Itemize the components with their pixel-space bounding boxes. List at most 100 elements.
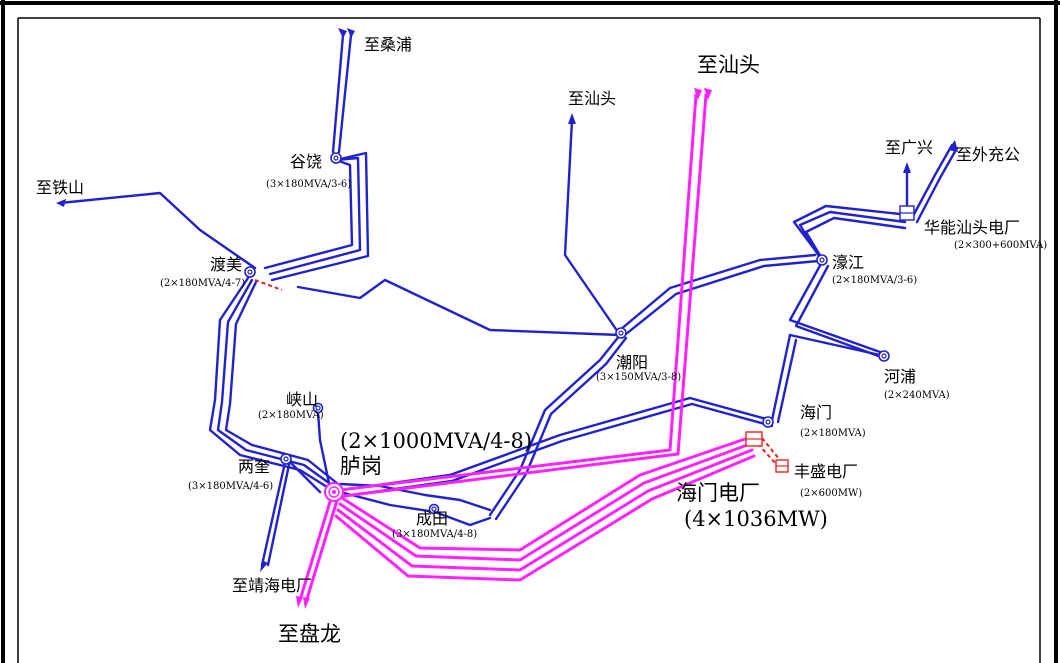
cap-haojiang: (2×180MVA/3-6) [832, 275, 917, 286]
dumei-red-dash [254, 279, 283, 291]
cap-haimen-plant: (4×1036MW) [684, 507, 828, 531]
line-lianggui-lugang [284, 456, 322, 494]
line-haimen-c [336, 448, 754, 572]
line-panlong-b [304, 492, 341, 604]
line-chaoyang-haojiang-a [618, 253, 817, 332]
lines-500kv [296, 88, 756, 609]
arrow-tieshan [56, 199, 66, 207]
line-shantou-a [338, 93, 698, 492]
cap-lugang: (2×1000MVA/4-8) [340, 429, 532, 453]
node-fengsheng [775, 459, 789, 473]
label-waichonggong: 至外充公 [956, 145, 1020, 164]
cap-chaoyang: (3×150MVA/3-8) [596, 372, 681, 383]
line-dumei-lugang-a [208, 276, 337, 494]
line-hepu-haimen-b [770, 333, 792, 422]
line-haojiang-huaneng-b [804, 216, 907, 264]
label-haojiang: 濠江 [832, 253, 864, 272]
label-panlong: 至盘龙 [278, 622, 341, 646]
label-chaoyang: 潮阳 [616, 353, 648, 372]
line-chaoyang-haojiang-b [624, 259, 820, 336]
line-panlong-a [298, 490, 335, 602]
line-haojiang-huaneng-c [792, 204, 902, 256]
line-jinghai-b [266, 458, 292, 567]
line-xiashan-lugang [316, 410, 332, 490]
node-chengtian [428, 503, 440, 515]
cap-huaneng: (2×300+600MVA) [954, 240, 1047, 251]
arrow-shantou-left [568, 113, 576, 124]
line-haojiang-hepu-b [794, 264, 886, 360]
label-lugang: 胪岗 [340, 454, 382, 478]
node-haimen-plant [745, 431, 763, 447]
fengsheng-red-a [761, 437, 781, 461]
line-dumei-chaoyang [296, 278, 622, 337]
lines-220kv [56, 28, 959, 572]
nodes [244, 152, 915, 515]
label-guangxing: 至广兴 [885, 138, 933, 157]
cap-haimen: (2×180MVA) [800, 428, 866, 439]
line-shantou-left [563, 118, 622, 337]
line-guyao-dumei-c [270, 151, 370, 282]
label-huaneng: 华能汕头电厂 [924, 218, 1020, 237]
node-huaneng [899, 205, 915, 221]
node-haimen [762, 416, 774, 428]
line-haimen-d [334, 454, 756, 582]
cap-lianggui: (3×180MVA/4-6) [188, 481, 273, 492]
arrow-guangxing [903, 162, 911, 173]
fengsheng-red-b [757, 443, 777, 465]
arrow-sangpu-a [338, 28, 347, 38]
label-haimen: 海门 [800, 403, 832, 422]
line-hepu-haimen-a [788, 333, 882, 357]
line-shantou-b [342, 93, 708, 498]
arrow-panlong-b [303, 597, 310, 609]
line-jinghai-a [260, 456, 288, 567]
label-shantou-main: 至汕头 [697, 53, 760, 77]
cap-hepu: (2×240MVA) [884, 390, 950, 401]
line-haojiang-hepu [788, 260, 882, 354]
arrow-sangpu-b [347, 28, 355, 38]
line-tieshan [58, 191, 257, 270]
line-sangpu-b [337, 33, 353, 154]
line-hepu-haimen-c [776, 338, 798, 424]
node-xiashan [312, 402, 324, 414]
node-guyao [330, 152, 342, 164]
line-waichonggong-b [915, 146, 959, 224]
label-shantou-left: 至汕头 [568, 89, 616, 108]
label-xiashan: 峡山 [286, 390, 318, 409]
label-dumei: 渡美 [210, 255, 242, 274]
arrow-waichonggong [948, 140, 958, 152]
arrow-shantou-b [704, 88, 712, 100]
arrow-panlong-a [296, 596, 303, 608]
label-guyao: 谷饶 [290, 152, 322, 171]
line-chengtian-chaoyang-b [494, 336, 628, 521]
node-lianggui [280, 453, 292, 465]
line-sangpu-a [331, 33, 345, 154]
label-lianggui: 两奎 [238, 457, 270, 476]
line-waichonggong-a [910, 143, 954, 220]
label-tieshan: 至铁山 [36, 178, 84, 197]
label-sangpu: 至桑浦 [364, 35, 412, 54]
label-jinghai: 至靖海电厂 [232, 576, 312, 595]
line-guyao-dumei-a [263, 158, 354, 270]
node-dumei [244, 266, 256, 278]
line-chengtian-chaoyang-a [488, 333, 622, 517]
label-chengtian: 成田 [416, 509, 448, 528]
line-dumei-lugang-b [216, 278, 338, 490]
cap-dumei: (2×180MVA/4-7) [160, 278, 245, 289]
arrow-shantou-a [694, 88, 702, 100]
line-dumei-lugang-c [224, 280, 340, 486]
node-hepu [878, 350, 890, 362]
node-chaoyang [615, 327, 627, 339]
label-fengsheng: 丰盛电厂 [794, 462, 858, 481]
cap-fengsheng: (2×600MW) [800, 488, 862, 499]
node-haojiang [816, 254, 828, 266]
cap-xiashan: (2×180MVA) [258, 410, 324, 421]
label-hepu: 河浦 [884, 367, 916, 386]
line-haimen-a [340, 436, 750, 552]
node-lugang [324, 482, 344, 502]
labels: 至汕头 至桑浦 至汕头 至铁山 至广兴 至外充公 至靖海电厂 至盘龙 谷饶 (3… [36, 35, 1047, 646]
cap-guyao: (3×180MVA/3-6) [266, 179, 351, 190]
line-haimen-b [338, 442, 752, 562]
arrow-jinghai [260, 560, 268, 572]
